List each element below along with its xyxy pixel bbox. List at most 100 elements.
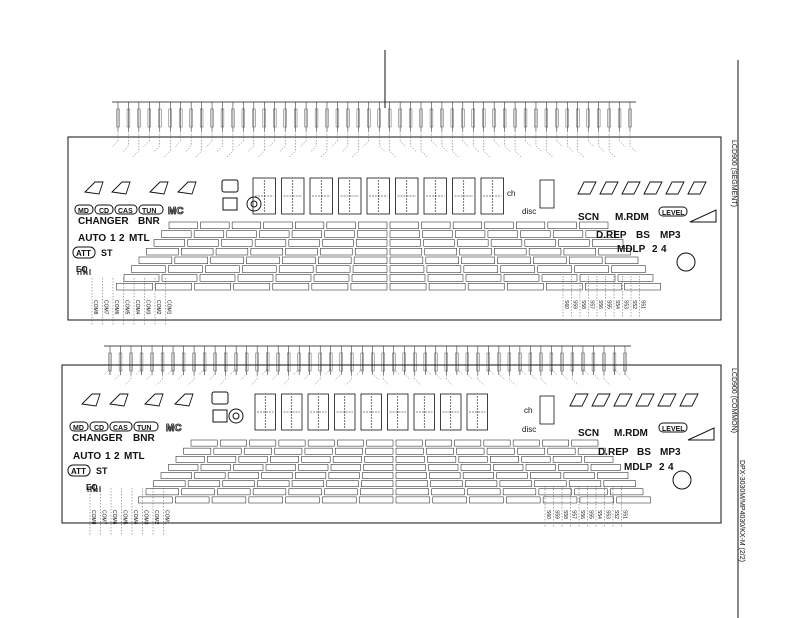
- meter-cell: [537, 265, 572, 273]
- badge-md: MD: [78, 208, 89, 215]
- meter-cell: [521, 456, 551, 463]
- pin-wire: [546, 131, 553, 158]
- meter-cell: [365, 447, 394, 455]
- pin-wire: [282, 375, 289, 386]
- meter-cell: [322, 496, 357, 504]
- mode-icon: [687, 181, 707, 195]
- digit-cell: [252, 177, 276, 215]
- com-pin-label: COM6: [113, 300, 119, 315]
- meter-cell: [499, 480, 532, 487]
- meter-cell: [503, 274, 540, 282]
- mode-icon: [613, 393, 633, 407]
- pin-wire: [577, 131, 584, 158]
- pin-wire: [335, 373, 342, 381]
- meter-cell: [153, 239, 185, 247]
- badge-mc: MC: [166, 423, 182, 434]
- pin-label-box: [224, 352, 228, 372]
- meter-cell: [324, 488, 358, 496]
- pin-wire: [509, 375, 516, 386]
- pin-label-box: [137, 108, 141, 128]
- meter-cell: [242, 265, 277, 273]
- meter-cell: [304, 447, 333, 455]
- pin-wire: [593, 373, 600, 381]
- level-wedge-icon: [689, 209, 717, 223]
- meter-cell: [285, 496, 320, 504]
- meter-cell: [295, 472, 327, 479]
- pin-wire: [393, 368, 400, 376]
- meter-cell: [217, 488, 251, 496]
- pin-label-box: [429, 108, 434, 128]
- pin-label-box: [413, 352, 417, 372]
- pin-label-box: [381, 352, 385, 372]
- label-ch: ch: [507, 189, 515, 198]
- meter-cell: [558, 464, 589, 471]
- pin-wire: [383, 375, 390, 386]
- indicator-mtl: MTL: [129, 233, 150, 244]
- meter-cell: [389, 274, 426, 282]
- digit-cell: [480, 177, 504, 215]
- meter-cell: [174, 256, 208, 264]
- digit-cell: [360, 393, 382, 431]
- digit-cell-small: [539, 395, 555, 425]
- com-pin-label: COM1: [166, 300, 172, 315]
- pin-label-box: [465, 352, 469, 372]
- seg-pin-label: S51: [640, 300, 646, 309]
- pin-label-box: [118, 352, 123, 372]
- meter-cell: [546, 283, 583, 291]
- indicator-m-rdm: M.RDM: [614, 428, 648, 439]
- pin-label-box: [440, 108, 444, 128]
- panel-bottom-digit-display: [254, 393, 555, 431]
- seg-pin-label: S52: [613, 510, 619, 519]
- pin-label-box: [158, 108, 162, 128]
- pin-label-box: [597, 108, 601, 128]
- meter-cell: [395, 472, 427, 479]
- meter-cell: [238, 456, 268, 463]
- pin-label-box: [398, 108, 402, 128]
- indicator-mdlp-4: 4: [661, 244, 667, 255]
- badge-md: MD: [73, 425, 84, 432]
- disc-icon: [228, 408, 244, 424]
- pin-wire: [258, 131, 265, 158]
- meter-cell: [494, 248, 527, 256]
- meter-cell: [463, 265, 499, 273]
- indicator-eq: EQ: [76, 265, 88, 274]
- pin-label-box: [628, 108, 632, 128]
- meter-cell: [458, 456, 488, 463]
- mode-icon: [665, 181, 685, 195]
- meter-cell: [131, 265, 166, 273]
- meter-cell: [181, 248, 214, 256]
- panel-top-frame: [67, 136, 722, 321]
- disc-icon: [232, 412, 240, 420]
- meter-cell: [585, 283, 622, 291]
- pin-wire: [514, 131, 522, 158]
- pin-wire: [389, 131, 396, 158]
- pin-label-box: [523, 108, 528, 128]
- meter-cell: [193, 230, 225, 238]
- pin-wire: [219, 375, 226, 386]
- pin-label-box: [591, 352, 596, 372]
- meter-cell: [389, 239, 421, 247]
- mode-icon: [621, 181, 641, 195]
- meter-cell: [288, 239, 320, 247]
- meter-cell: [558, 239, 590, 247]
- panel-top-icon-row: [77, 179, 717, 275]
- com-pin-label: COM1: [164, 510, 170, 525]
- meter-cell: [389, 265, 425, 273]
- pin-wire: [293, 368, 300, 376]
- level-wedge-icon: [687, 427, 715, 441]
- pin-wire: [587, 131, 595, 148]
- meter-cell: [350, 283, 388, 291]
- pin-label-box: [294, 108, 298, 128]
- meter-cell: [530, 472, 562, 479]
- pin-wire: [314, 375, 321, 386]
- indicator-mdlp-2: 2: [659, 462, 665, 473]
- indicator-scn: SCN: [578, 212, 599, 223]
- digit-cell: [423, 177, 447, 215]
- pin-wire: [143, 131, 150, 148]
- seg-pin-label: S55: [588, 510, 594, 519]
- pin-label-box: [126, 108, 131, 128]
- seg-pin-label: S58: [580, 300, 586, 309]
- meter-cell: [123, 274, 160, 282]
- pin-label-box: [476, 352, 480, 372]
- meter-cell: [462, 472, 494, 479]
